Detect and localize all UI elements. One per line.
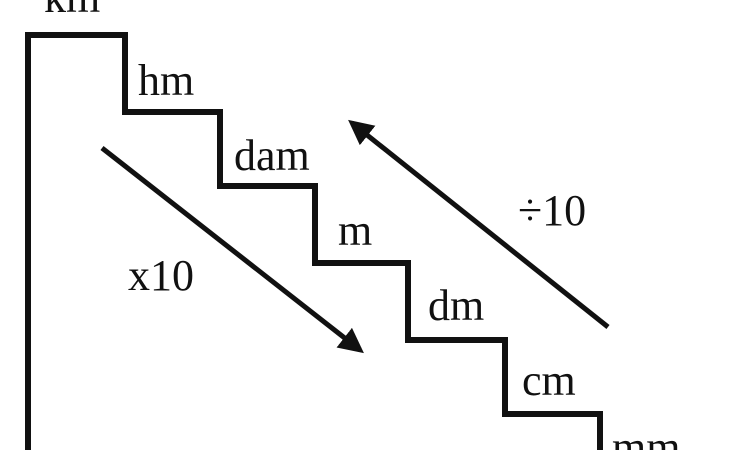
unit-label-cm: cm (522, 356, 576, 405)
multiply-label: x10 (128, 251, 194, 300)
unit-label-m: m (338, 206, 372, 255)
multiply-arrow (100, 146, 364, 354)
unit-label-mm: mm (612, 423, 680, 450)
staircase-outline (25, 32, 603, 450)
unit-label-dm: dm (428, 281, 484, 330)
unit-label-km: km (44, 0, 100, 22)
divide-arrow (348, 119, 610, 329)
unit-label-hm: hm (138, 56, 194, 105)
divide-label: ÷10 (518, 186, 586, 235)
unit-label-dam: dam (234, 131, 310, 180)
